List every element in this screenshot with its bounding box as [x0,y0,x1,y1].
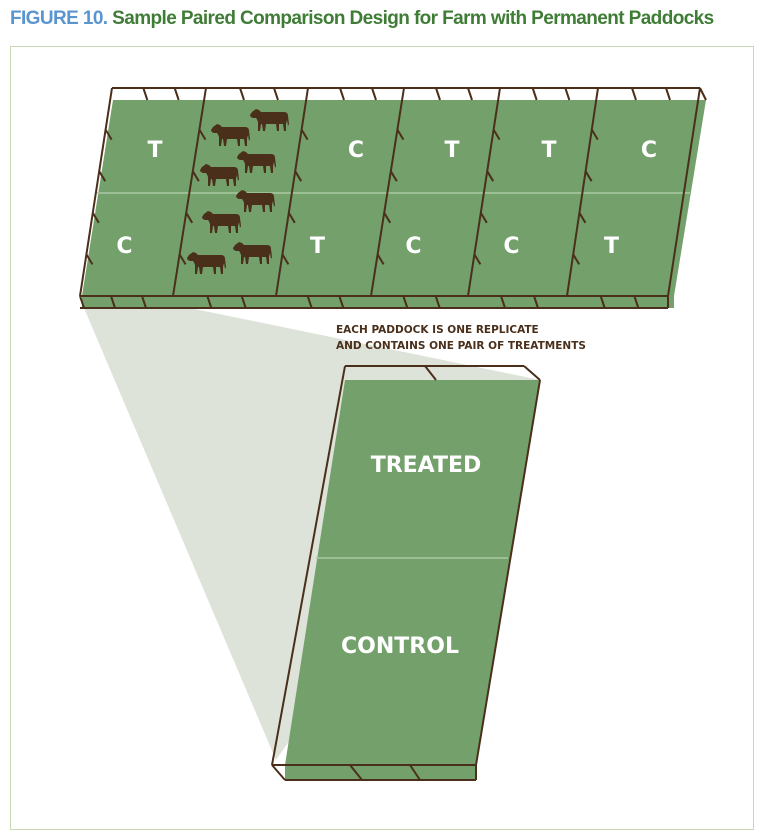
fence-post [599,295,606,309]
fence-post [91,212,100,224]
annotation-line-2: AND CONTAINS ONE PAIR OF TREATMENTS [336,340,586,352]
fence-post [402,295,409,309]
detail-paddock: TREATED CONTROL [271,365,541,781]
figure-frame [10,46,754,830]
paddock-5-top-label: T [541,138,556,163]
paddock-divider [79,87,113,297]
paddock-1-top-label: T [147,138,162,163]
fence-post [206,295,213,309]
fence-post [371,87,377,101]
paddock-1-bottom-label: C [116,234,132,259]
paddock-divider [667,87,701,297]
fence-post [572,253,581,265]
treated-label: TREATED [371,453,482,478]
fence-post [198,129,207,141]
fence-post [273,87,279,101]
paddock-4-top-label: T [444,138,459,163]
fence-post [110,295,116,309]
fence-post [531,87,538,101]
fence-post [294,170,303,182]
paddock-divider [566,87,599,297]
fence-post [239,87,245,101]
fence-post [300,129,309,141]
figure-number: FIGURE 10. [10,8,108,29]
fence-post [492,129,501,141]
fence-post [396,129,405,141]
fence-post [287,212,296,224]
fence-post [240,295,247,309]
fence-post [191,170,200,182]
annotation-line-1: EACH PADDOCK IS ONE REPLICATE [336,324,539,336]
paddock-divider [467,87,501,297]
paddock-3-top-label: C [348,138,364,163]
fence-post [98,170,107,182]
fence-post [500,295,506,309]
fence-post [178,253,187,265]
fence-post [533,295,539,309]
fence-post [434,295,441,309]
fence-post [665,87,671,101]
fence-corner [699,87,707,101]
fence-post [564,87,571,101]
fence-post [435,87,441,101]
fence-post [389,170,398,182]
fence-post [338,295,345,309]
fence-post [85,253,94,265]
figure-title: FIGURE 10. Sample Paired Comparison Desi… [10,8,714,30]
paddock-4-bottom-label: C [405,234,421,259]
paddock-divider [275,87,309,297]
fence-post [467,87,473,101]
paddock-divider [172,87,207,297]
figure-caption: Sample Paired Comparison Design for Farm… [112,8,714,29]
paddock-5-bottom-label: C [503,234,519,259]
fence-post [376,253,385,265]
paddock-3-bottom-label: T [310,234,325,259]
paddock-6-bottom-label: T [604,234,619,259]
fence-post [479,212,488,224]
fence-post [584,170,593,182]
farm-field [79,87,707,309]
fence-post [578,212,587,224]
fence-post [173,87,180,101]
fence-post [473,253,482,265]
fence-post [633,295,640,309]
paddock-divider [370,87,405,297]
fence-post [142,87,149,101]
fence-post [141,295,147,309]
fence-post [486,170,495,182]
paddock-6-top-label: C [641,138,657,163]
fence-post [185,212,194,224]
fence-post [590,129,599,141]
fence-post [281,253,290,265]
fence-post [306,295,313,309]
fence-post [104,129,113,141]
fence-post [383,212,392,224]
fence-post [339,87,345,101]
control-label: CONTROL [341,634,459,659]
fence-post [631,87,637,101]
fence-corner [79,295,85,309]
